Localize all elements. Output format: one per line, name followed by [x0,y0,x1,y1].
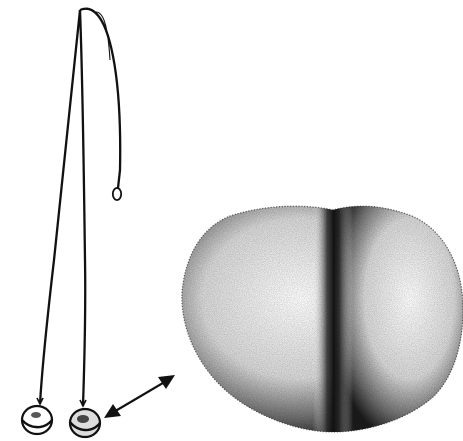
thread-illustration [22,9,121,437]
thread-strand-left [40,10,80,404]
weight-left [22,398,52,434]
thread-loop [80,9,120,188]
double-headed-arrow-icon [104,375,175,418]
weight-right [70,400,100,437]
stippled-body-illustration [180,200,463,435]
thread-end-knot [113,188,121,200]
thread-strand-right [80,10,85,406]
body-stipple-texture [180,200,463,435]
